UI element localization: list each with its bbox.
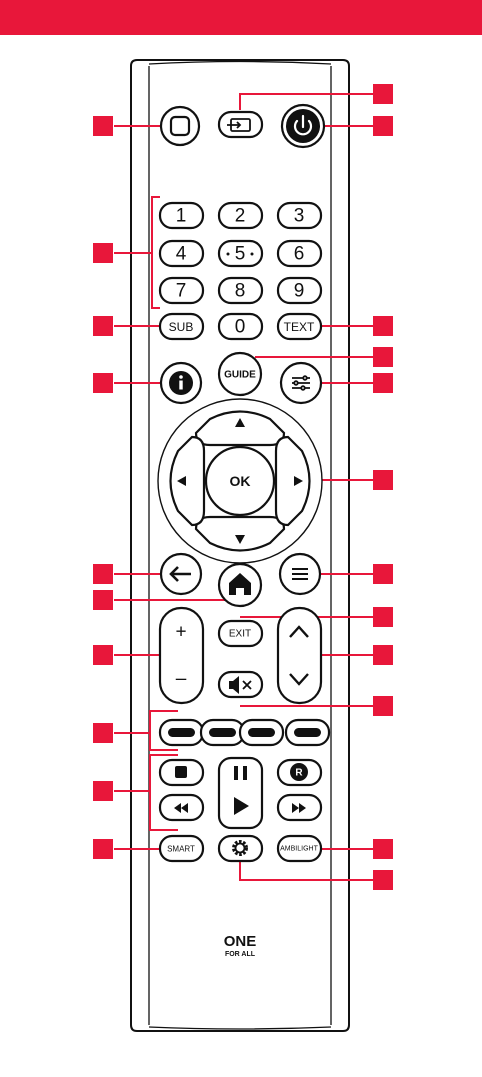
brand-line2: FOR ALL (225, 951, 256, 958)
digit-button-3[interactable]: 3 (278, 203, 321, 228)
digit-button-8[interactable]: 8 (219, 278, 262, 303)
stop-icon (175, 766, 187, 778)
options-button[interactable] (281, 363, 321, 403)
digit-button-4[interactable]: 4 (160, 241, 203, 266)
digit-button-5[interactable]: 5 (219, 241, 262, 266)
digit-label: 3 (294, 206, 305, 227)
source-button[interactable] (219, 112, 262, 137)
info-icon (169, 371, 193, 395)
sub-label: SUB (169, 320, 194, 334)
digit-button-2[interactable]: 2 (219, 203, 262, 228)
ambilight-button[interactable]: AMBILIGHT (278, 836, 321, 861)
digit-button-1[interactable]: 1 (160, 203, 203, 228)
volume-rocker: + – (160, 608, 203, 703)
settings-button[interactable] (219, 836, 262, 861)
digit-button-9[interactable]: 9 (278, 278, 321, 303)
digit-label: 5 (235, 244, 246, 265)
color-key-2[interactable] (201, 720, 244, 745)
digit-button-0[interactable]: 0 (219, 314, 262, 339)
brand-logo: ONE FOR ALL (224, 933, 257, 958)
text-label: TEXT (284, 320, 315, 334)
smart-button[interactable]: SMART (160, 836, 203, 861)
record-button[interactable]: R (278, 760, 321, 785)
guide-label: GUIDE (224, 370, 256, 381)
color-key-1[interactable] (160, 720, 203, 745)
digit-label: 4 (176, 244, 187, 265)
sub-button[interactable]: SUB (160, 314, 203, 339)
fast-forward-button[interactable] (278, 795, 321, 820)
tactile-dot (227, 253, 230, 256)
smart-label: SMART (167, 845, 195, 854)
volume-down-button[interactable]: – (176, 669, 187, 690)
pause-play-button[interactable] (219, 758, 262, 828)
color-key-3[interactable] (240, 720, 283, 745)
back-button[interactable] (161, 554, 201, 594)
digit-label: 8 (235, 281, 246, 302)
options-icon (292, 376, 310, 390)
info-button[interactable] (161, 363, 201, 403)
tactile-dot (251, 253, 254, 256)
text-button[interactable]: TEXT (278, 314, 321, 339)
stop-button[interactable] (160, 760, 203, 785)
stop-square-button[interactable] (161, 107, 199, 145)
rewind-button[interactable] (160, 795, 203, 820)
digit-label: 2 (235, 206, 246, 227)
digit-label: 9 (294, 281, 305, 302)
mute-button[interactable] (219, 672, 262, 697)
exit-label: EXIT (229, 629, 251, 640)
menu-button[interactable] (280, 554, 320, 594)
digit-button-6[interactable]: 6 (278, 241, 321, 266)
ok-label: OK (230, 473, 251, 489)
ambilight-label: AMBILIGHT (280, 846, 318, 853)
record-label: R (295, 768, 303, 779)
color-key-4[interactable] (286, 720, 329, 745)
ok-button[interactable]: OK (206, 447, 274, 515)
digit-label: 7 (176, 281, 187, 302)
guide-button[interactable]: GUIDE (219, 353, 261, 395)
power-button[interactable] (282, 105, 324, 147)
brand-line1: ONE (224, 933, 257, 950)
digit-label: 6 (294, 244, 305, 265)
digit-label: 1 (176, 206, 187, 227)
digit-label: 0 (235, 317, 246, 338)
exit-button[interactable]: EXIT (219, 621, 262, 646)
digit-button-7[interactable]: 7 (160, 278, 203, 303)
volume-up-button[interactable]: + (175, 622, 186, 643)
channel-rocker (278, 608, 321, 703)
home-button[interactable] (219, 564, 261, 606)
